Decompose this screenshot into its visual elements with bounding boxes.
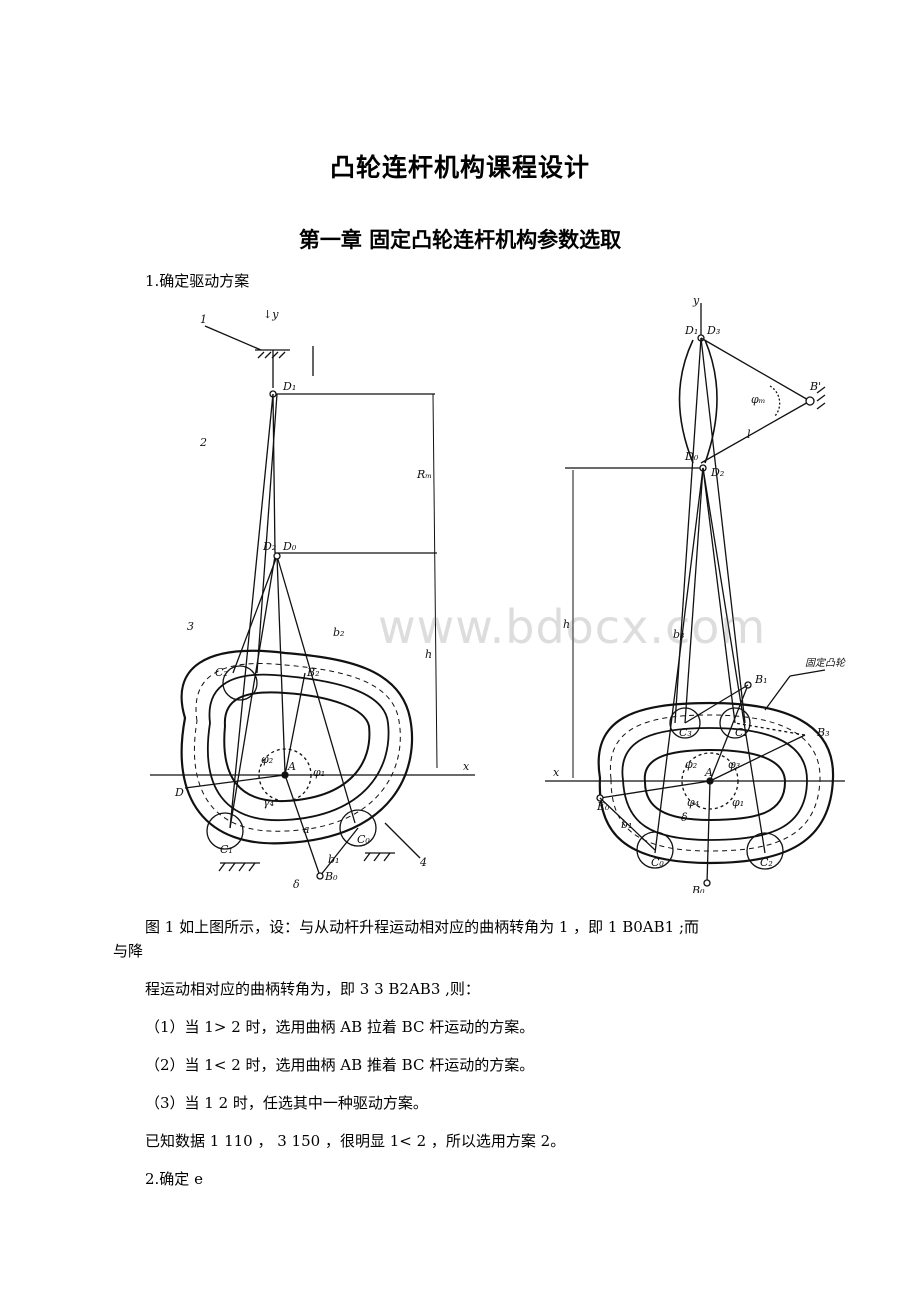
svg-text:D₂: D₂ [262, 540, 276, 553]
svg-text:φ₃: φ₃ [728, 758, 740, 771]
paragraph-case-1: （1）当 1> 2 时，选用曲柄 AB 拉着 BC 杆运动的方案。 [145, 1018, 535, 1036]
svg-text:B₀: B₀ [691, 884, 705, 893]
svg-text:φ₁: φ₁ [313, 766, 325, 779]
svg-text:E₀: E₀ [596, 800, 610, 813]
svg-text:φ₄: φ₄ [687, 796, 699, 809]
svg-text:↓y: ↓y [263, 308, 279, 321]
svg-text:C₃: C₃ [679, 726, 692, 739]
svg-text:x: x [463, 760, 470, 773]
chapter-heading: 第一章 固定凸轮连杆机构参数选取 [298, 228, 622, 252]
svg-text:B': B' [809, 380, 821, 393]
svg-text:φ₂: φ₂ [261, 753, 273, 766]
section-heading-2: 2.确定 e [145, 1170, 203, 1188]
svg-text:C₁: C₁ [220, 843, 233, 856]
svg-text:h: h [563, 618, 570, 631]
svg-text:δ: δ [681, 811, 688, 824]
svg-text:x: x [553, 766, 560, 779]
svg-text:φₘ: φₘ [751, 393, 765, 406]
svg-text:b₁: b₁ [621, 818, 632, 831]
svg-text:φ₂: φ₂ [685, 758, 697, 771]
svg-text:C₂: C₂ [215, 666, 228, 679]
watermark: www.bdocx.com [378, 600, 767, 654]
svg-text:1: 1 [200, 313, 207, 326]
svg-text:2: 2 [199, 436, 207, 449]
svg-text:D₁: D₁ [282, 380, 296, 393]
svg-text:φ₁: φ₁ [732, 796, 744, 809]
left-mechanism-drawing [150, 325, 475, 880]
paragraph-case-3: （3）当 1 2 时，任选其中一种驱动方案。 [145, 1094, 428, 1112]
svg-text:b₁: b₁ [328, 853, 339, 866]
svg-text:y: y [692, 298, 700, 307]
paragraph-case-2: （2）当 1< 2 时，选用曲柄 AB 推着 BC 杆运动的方案。 [145, 1056, 535, 1074]
svg-text:Rₘ: Rₘ [416, 468, 432, 481]
svg-text:B₀: B₀ [324, 870, 338, 883]
svg-text:固定凸轮: 固定凸轮 [805, 657, 846, 669]
svg-text:D: D [174, 786, 184, 799]
paragraph-1: 图 1 如上图所示，设：与从动杆升程运动相对应的曲柄转角为 1 ，即 1 B0A… [145, 918, 700, 936]
svg-text:D₀: D₀ [684, 450, 699, 463]
svg-text:h: h [425, 648, 432, 661]
svg-text:D₂: D₂ [710, 466, 724, 479]
svg-text:D₃: D₃ [706, 324, 720, 337]
document-title: 凸轮连杆机构课程设计 [329, 153, 590, 182]
paragraph-known-data: 已知数据 1 110 ， 3 150 ，很明显 1< 2 ，所以选用方案 2。 [145, 1132, 566, 1150]
svg-text:b₃: b₃ [673, 628, 684, 641]
svg-text:B₁: B₁ [754, 673, 768, 686]
svg-text:D₁: D₁ [684, 324, 698, 337]
svg-text:3: 3 [187, 620, 194, 633]
svg-text:a: a [303, 823, 310, 836]
svg-text:C₂: C₂ [760, 856, 773, 869]
svg-text:A: A [704, 766, 713, 779]
svg-text:D₀: D₀ [282, 540, 297, 553]
right-mechanism-drawing [545, 303, 845, 887]
svg-text:4: 4 [419, 856, 427, 869]
paragraph-2: 程运动相对应的曲柄转角为，即 3 3 B2AB3 ,则： [145, 980, 480, 998]
svg-text:δ: δ [293, 878, 300, 891]
svg-text:l: l [747, 428, 751, 441]
svg-text:B₂: B₂ [306, 666, 320, 679]
svg-text:C₀: C₀ [651, 856, 664, 869]
section-heading-1: 1.确定驱动方案 [145, 272, 250, 290]
svg-text:b₂: b₂ [333, 626, 344, 639]
svg-text:C₀: C₀ [357, 833, 370, 846]
svg-text:A: A [287, 760, 296, 773]
svg-text:γ₄: γ₄ [263, 796, 274, 809]
paragraph-1-continuation: 与降 [113, 942, 144, 960]
mechanism-figure: 1 ↓y D₁ 2 D₂ D₀ Rₘ h b₂ 3 C₂ B₂ φ₂ A φ₁ … [145, 294, 855, 897]
svg-text:B₃: B₃ [816, 726, 830, 739]
svg-text:C₁: C₁ [735, 726, 748, 739]
